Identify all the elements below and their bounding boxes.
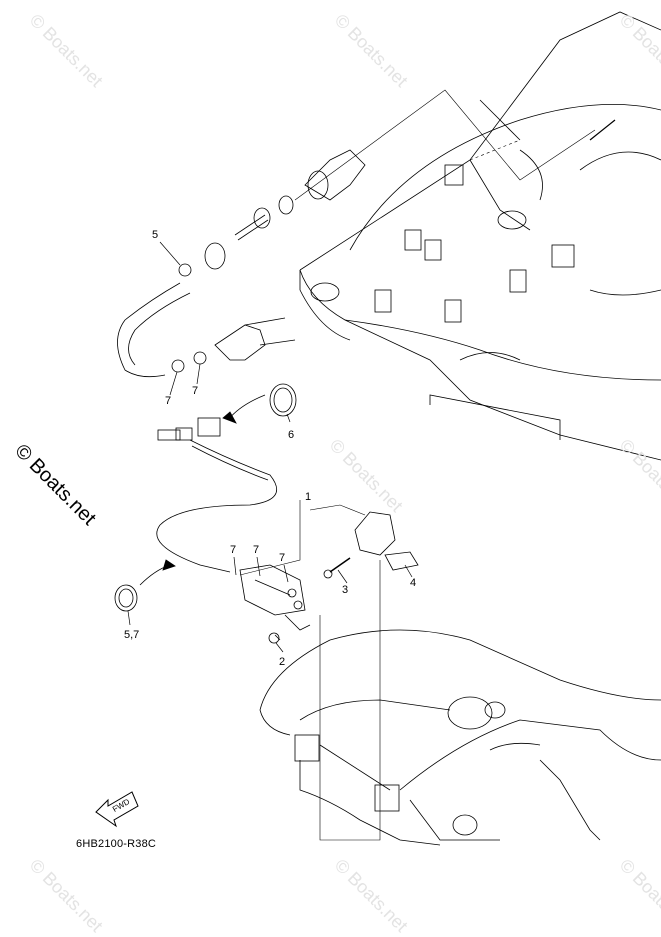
bracket-1-drawing [354, 511, 419, 571]
callout-7: 7 [192, 385, 199, 397]
callout-1: 1 [305, 491, 312, 503]
callout-7: 7 [279, 552, 286, 564]
engine-lower-drawing [259, 629, 661, 846]
hose-clamp-drawing [269, 383, 297, 417]
bottom-cowling-drawing [299, 11, 661, 461]
clamp-5-7-drawing [114, 584, 138, 612]
callout-5: 5 [152, 229, 159, 241]
callout-7: 7 [253, 544, 260, 556]
fwd-arrow-icon [95, 791, 139, 828]
wire-harness-drawing [156, 417, 277, 573]
diagram-code: 6HB2100-R38C [76, 838, 157, 850]
leader-line [294, 89, 596, 201]
callout-4: 4 [410, 577, 417, 589]
leader-line [469, 139, 521, 161]
callout-3: 3 [342, 584, 349, 596]
fuel-fitting-parts [204, 119, 616, 270]
fuel-hose-drawing [117, 263, 296, 378]
bracket-assembly-drawing [239, 564, 311, 644]
callout-7: 7 [230, 544, 237, 556]
callout-6: 6 [288, 429, 295, 441]
callout-2: 2 [279, 656, 286, 668]
callout-7: 7 [165, 395, 172, 407]
callout-5-7: 5,7 [124, 629, 140, 641]
